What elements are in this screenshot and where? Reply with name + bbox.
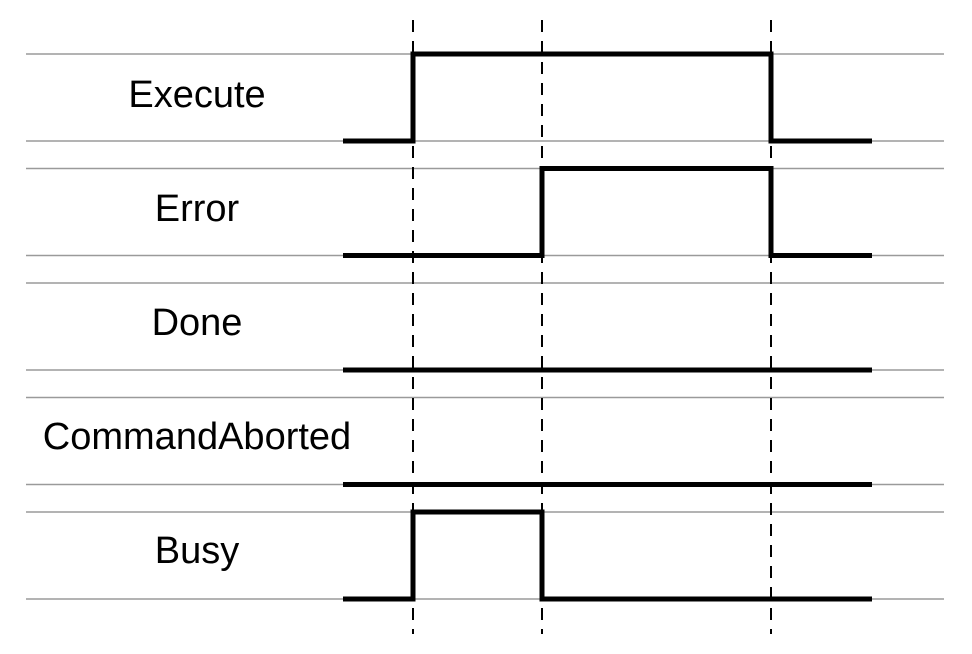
time-markers: [412, 20, 772, 634]
signal-labels: Execute Error Done CommandAborted Busy: [43, 74, 351, 572]
signal-label-busy: Busy: [155, 530, 239, 572]
waveform-error: [343, 166, 872, 258]
waveform-execute: [343, 51, 872, 144]
signal-label-execute: Execute: [128, 74, 265, 116]
waveforms: [343, 51, 872, 602]
waveform-busy: [343, 509, 872, 602]
signal-label-done: Done: [152, 302, 243, 344]
signal-label-command-aborted: CommandAborted: [43, 416, 351, 458]
signal-label-error: Error: [155, 188, 240, 230]
